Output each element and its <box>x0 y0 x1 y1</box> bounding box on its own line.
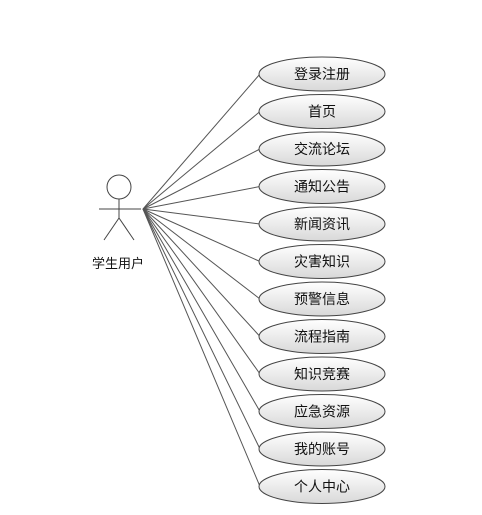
use-case-label: 知识竞赛 <box>294 366 350 383</box>
use-case-label: 登录注册 <box>294 67 350 83</box>
actor-left-leg <box>103 217 120 241</box>
use-case-ellipse <box>258 206 386 242</box>
use-case-ellipse <box>258 394 386 429</box>
use-case-label: 流程指南 <box>294 330 350 346</box>
use-case-label: 应急资源 <box>294 404 350 421</box>
use-case-ellipse <box>258 281 386 317</box>
association-line <box>142 208 261 225</box>
association-line <box>142 73 261 210</box>
actor-head <box>106 174 132 200</box>
use-case: 预警信息 <box>258 281 386 317</box>
use-case-label: 交流论坛 <box>294 141 350 158</box>
use-case: 新闻资讯 <box>258 206 386 242</box>
use-case-ellipse <box>258 56 386 92</box>
use-case-label: 我的账号 <box>294 442 350 458</box>
use-case: 登录注册 <box>258 56 386 92</box>
use-case-ellipse <box>258 131 386 167</box>
use-case: 知识竞赛 <box>258 356 386 392</box>
use-case: 首页 <box>258 94 386 129</box>
use-case: 灾害知识 <box>258 244 386 279</box>
association-line <box>142 148 261 210</box>
use-cases: 登录注册首页交流论坛通知公告新闻资讯灾害知识预警信息流程指南知识竞赛应急资源我的… <box>258 56 386 504</box>
use-case: 应急资源 <box>258 394 386 429</box>
association-line <box>142 208 261 487</box>
use-case: 个人中心 <box>258 469 386 504</box>
use-case-label: 首页 <box>308 105 336 121</box>
actor-right-leg <box>118 217 135 241</box>
use-case-label: 灾害知识 <box>294 254 350 271</box>
use-case-label: 个人中心 <box>294 480 350 496</box>
use-case-ellipse <box>258 169 386 204</box>
association-line <box>142 111 261 210</box>
association-line <box>142 208 261 375</box>
association-lines <box>142 73 261 487</box>
actor-label: 学生用户 <box>92 256 144 272</box>
use-case: 流程指南 <box>258 319 386 354</box>
use-case-ellipse <box>258 431 386 467</box>
association-line <box>142 208 261 337</box>
actor-student-user: 学生用户 <box>92 174 144 272</box>
use-case-ellipse <box>258 94 386 129</box>
use-case-ellipse <box>258 319 386 354</box>
use-case-ellipse <box>258 356 386 392</box>
use-case-ellipse <box>258 244 386 279</box>
use-case-ellipse <box>258 469 386 504</box>
association-line <box>142 186 261 210</box>
association-line <box>142 208 261 262</box>
use-case: 交流论坛 <box>258 131 386 167</box>
use-case-label: 预警信息 <box>294 291 350 308</box>
use-case: 我的账号 <box>258 431 386 467</box>
use-case: 通知公告 <box>258 169 386 204</box>
association-line <box>142 208 261 412</box>
association-line <box>142 208 261 300</box>
use-case-label: 新闻资讯 <box>294 217 350 233</box>
association-line <box>142 208 261 450</box>
use-case-label: 通知公告 <box>294 179 350 196</box>
